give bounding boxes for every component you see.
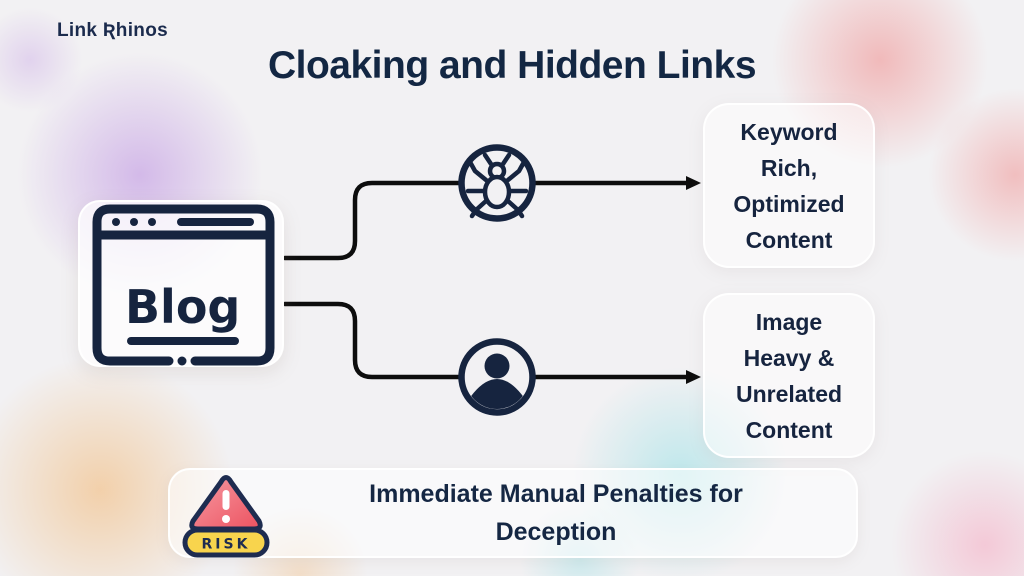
- brand-logo: Link Ʀhinos: [57, 20, 168, 41]
- penalty-banner-text: Immediate Manual Penalties for Deception: [278, 470, 834, 556]
- banner-line: Deception: [495, 518, 617, 546]
- card-line: Content: [745, 416, 833, 443]
- bug-crawler-icon: [458, 144, 536, 222]
- card-line: Image: [755, 308, 823, 335]
- card-line: Unrelated: [735, 380, 843, 407]
- bottom-dot: [177, 356, 187, 366]
- banner-line: Immediate Manual Penalties for: [369, 480, 743, 508]
- browser-dots: [112, 218, 156, 226]
- penalty-banner: RISK Immediate Manual Penalties for Dece…: [168, 468, 858, 558]
- card-line: Keyword: [740, 118, 838, 145]
- blog-label: Blog: [125, 280, 240, 334]
- user-result-card: Image Heavy & Unrelated Content: [703, 293, 875, 458]
- blog-website-card: Blog: [78, 200, 284, 367]
- arrowhead-bottom: [686, 370, 701, 384]
- exclamation-bar: [222, 490, 230, 510]
- connector-to-user: [282, 301, 691, 380]
- card-line: Content: [745, 226, 833, 253]
- card-line: Optimized: [733, 190, 845, 217]
- connector-to-crawler: [282, 180, 691, 261]
- warning-triangle-icon: RISK: [182, 475, 270, 558]
- risk-badge: [182, 527, 270, 558]
- exclamation-dot: [222, 515, 230, 523]
- browser-window-icon: Blog: [92, 204, 275, 366]
- crawler-result-card: Keyword Rich, Optimized Content: [703, 103, 875, 268]
- arrowhead-top: [686, 176, 701, 190]
- card-line: Rich,: [760, 154, 818, 181]
- user-icon: [458, 338, 536, 416]
- page-title: Cloaking and Hidden Links: [267, 44, 757, 87]
- card-line: Heavy &: [743, 344, 835, 371]
- risk-badge-label: RISK: [202, 537, 251, 553]
